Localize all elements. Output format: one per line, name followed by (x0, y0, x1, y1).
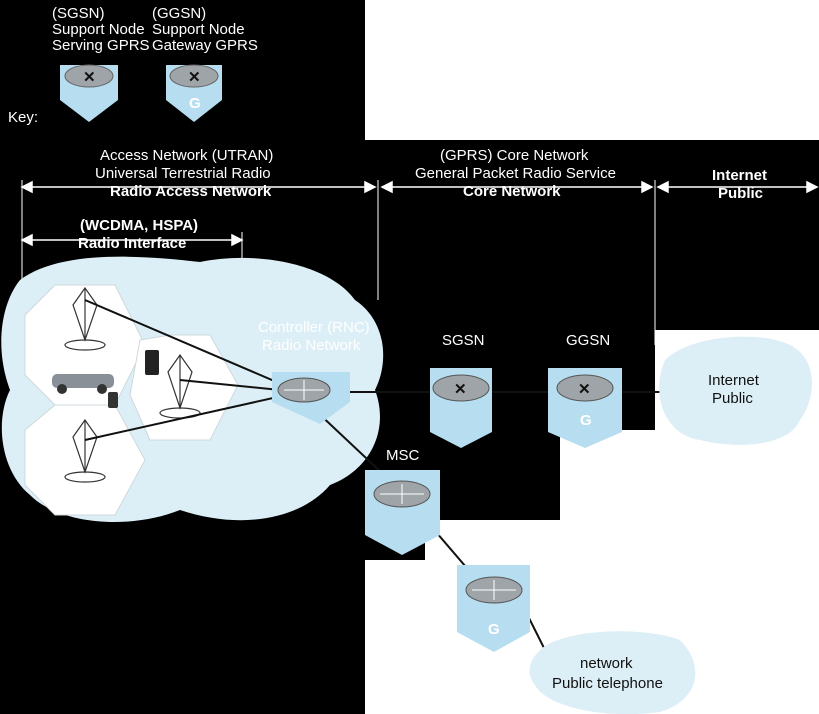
rnc-label-line1: Radio Network (262, 337, 361, 354)
telephone-cloud-line2: network (580, 655, 633, 672)
legend-sgsn-line1: Serving GPRS (52, 37, 150, 54)
phone-icon (145, 350, 159, 375)
legend-ggsn-line1: Gateway GPRS (152, 37, 258, 54)
public-internet-span-line2: Internet (712, 167, 767, 184)
core-network-label: Core Network (463, 183, 561, 200)
legend-sgsn-icon: ✕ (60, 64, 118, 122)
legend-ggsn-line2: Support Node (152, 21, 245, 38)
legend-sgsn-line3: (SGSN) (52, 5, 105, 22)
internet-cloud (659, 336, 812, 445)
telephone-cloud-line1: Public telephone (552, 675, 663, 692)
rnc-node[interactable] (272, 372, 350, 424)
msc-node[interactable] (365, 470, 440, 555)
svg-text:✕: ✕ (188, 69, 201, 86)
legend-ggsn-line3: (GGSN) (152, 5, 206, 22)
svg-text:✕: ✕ (83, 69, 96, 86)
ggsn-label: GGSN (566, 332, 610, 349)
gateway-msc-line1: Gateway (462, 532, 522, 549)
tower-bottom-icon (64, 418, 106, 483)
sgsn-label: SGSN (442, 332, 485, 349)
key-title: Key: (8, 109, 38, 126)
public-internet-span-line1: Public (718, 185, 763, 202)
utran-line3: Access Network (UTRAN) (100, 147, 273, 164)
gprs-line2: General Packet Radio Service (415, 165, 616, 182)
key-legend: Key: ✕ ✕ G (SGSN) Support Node Serving G… (8, 5, 258, 126)
radio-interface-line1: Radio Interface (78, 235, 186, 252)
ggsn-gateway-letter: G (580, 412, 592, 429)
phone-small-icon (108, 392, 118, 408)
utran-line2: Universal Terrestrial Radio (95, 165, 271, 182)
svg-text:✕: ✕ (454, 381, 467, 398)
msc-label: MSC (386, 447, 420, 464)
legend-sgsn-line2: Support Node (52, 21, 145, 38)
tower-top-icon (64, 286, 106, 351)
gprs-line3: (GPRS) Core Network (440, 147, 589, 164)
tower-icons (64, 286, 201, 483)
rnc-label-line2: Controller (RNC) (258, 319, 370, 336)
svg-text:✕: ✕ (578, 381, 591, 398)
internet-cloud-line1: Public (712, 390, 753, 407)
internet-cloud-line2: Internet (708, 372, 760, 389)
span-arrows (20, 180, 819, 345)
gateway-msc-node[interactable]: G (457, 565, 530, 652)
radio-interface-line2: (WCDMA, HSPA) (80, 217, 198, 234)
radio-access-network-label: Radio Access Network (110, 183, 272, 200)
car-icon (52, 374, 114, 394)
legend-gateway-letter: G (189, 95, 201, 112)
sgsn-node[interactable]: ✕ (430, 368, 492, 448)
telephone-cloud (529, 631, 696, 714)
ggsn-node[interactable]: ✕ G (548, 368, 622, 448)
gateway-msc-line2: MSC (474, 517, 508, 534)
legend-ggsn-icon: ✕ G (166, 64, 222, 122)
gateway-msc-letter: G (488, 621, 500, 638)
